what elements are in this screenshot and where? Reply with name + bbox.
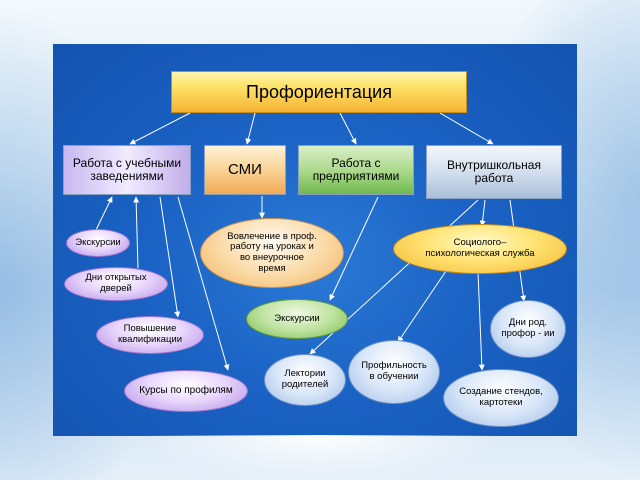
connector-b3-e6 xyxy=(329,196,379,301)
connector-b1-e3 xyxy=(159,196,181,318)
node-socio-psych-service: Социолого–психологическая служба xyxy=(393,224,567,274)
node-profile-learning: Профильность в обучении xyxy=(348,340,440,404)
connector-e2-b1 xyxy=(133,196,140,269)
connector-e7-e11 xyxy=(477,271,485,371)
node-involvement: Вовлечение в проф. работу на уроках и во… xyxy=(200,218,344,288)
connector-root-b2 xyxy=(245,112,256,145)
category-educational-institutions: Работа с учебными заведениями xyxy=(63,145,191,195)
node-stands: Создание стендов, картотеки xyxy=(443,369,559,427)
node-excursions-2: Экскурсии xyxy=(246,299,348,339)
node-parent-days: Дни род. профор - ии xyxy=(490,300,566,358)
connector-root-b1 xyxy=(129,112,191,145)
category-enterprises: Работа с предприятиями xyxy=(298,145,414,195)
category-in-school-work: Внутришкольная работа xyxy=(426,145,562,199)
diagram-title: Профориентация xyxy=(171,71,467,113)
node-excursions-1: Экскурсии xyxy=(66,229,130,257)
node-qualification: Повышение квалификации xyxy=(96,316,204,354)
connector-root-b3 xyxy=(339,112,357,145)
connector-b1-e4 xyxy=(177,196,230,371)
node-parent-lectures: Лектории родителей xyxy=(264,354,346,406)
category-media: СМИ xyxy=(204,145,286,195)
connector-root-b4 xyxy=(439,112,494,145)
connector-e1-b1 xyxy=(95,196,113,231)
node-open-days: Дни открытых дверей xyxy=(64,267,168,301)
connector-e7-e10 xyxy=(397,267,449,343)
connector-b4-e7 xyxy=(479,199,486,227)
panel-glow xyxy=(140,435,500,480)
node-profile-courses: Курсы по профилям xyxy=(124,370,248,412)
